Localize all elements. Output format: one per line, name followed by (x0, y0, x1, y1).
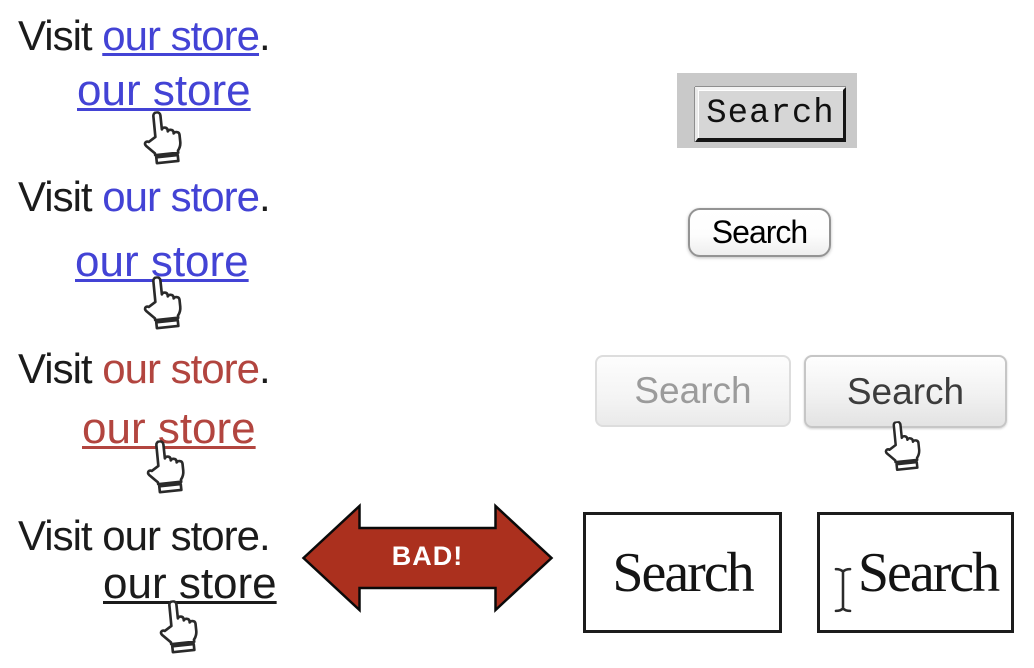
sentence-prefix: Visit (18, 12, 103, 59)
our-store-link-hovered[interactable]: our store (82, 404, 256, 453)
hand-cursor-icon (140, 273, 184, 331)
bad-arrow: BAD! (301, 498, 554, 618)
button-label: Search (706, 95, 835, 133)
double-headed-arrow-icon (301, 503, 554, 613)
hover-link-red-underlined: our store (82, 407, 256, 451)
button-label: Search (634, 370, 752, 411)
search-button-outlined[interactable]: Search (583, 512, 782, 633)
search-button-flat-default[interactable]: Search (595, 355, 791, 427)
sentence-black-plain: Visit our store. (18, 512, 271, 559)
hover-link-blue-underlined: our store (77, 69, 251, 113)
hover-link-black-underlined: our store (103, 562, 277, 606)
our-store-link[interactable]: our store (102, 173, 260, 220)
sentence-suffix: . (259, 173, 271, 220)
button-label: Search (846, 370, 965, 412)
sentence-suffix: . (259, 345, 271, 392)
sentence-prefix: Visit (18, 173, 103, 220)
sentence-blue-underlined: Visit our store. (18, 12, 271, 59)
our-store-link[interactable]: our store (102, 345, 260, 392)
hand-cursor-icon (156, 597, 200, 655)
search-button-rounded[interactable]: Search (688, 208, 831, 257)
hand-cursor-icon (140, 108, 184, 166)
sentence-red-plain: Visit our store. (18, 345, 271, 392)
our-store-link[interactable]: our store (102, 12, 260, 59)
our-store-link-hovered[interactable]: our store (103, 559, 277, 608)
hover-link-blue-underlined: our store (75, 240, 249, 284)
our-store-link[interactable]: our store (102, 512, 260, 559)
bad-arrow-label: BAD! (391, 541, 464, 571)
sentence-suffix: . (259, 512, 271, 559)
button-label: Search (711, 214, 808, 250)
our-store-link-hovered[interactable]: our store (75, 237, 249, 286)
legacy-button-backdrop: Search (677, 73, 857, 148)
i-beam-cursor-icon (834, 567, 852, 612)
sentence-suffix: . (259, 12, 271, 59)
sentence-prefix: Visit (18, 345, 103, 392)
hand-cursor-icon (143, 437, 187, 495)
sentence-blue-plain: Visit our store. (18, 173, 271, 220)
button-label: Search (857, 541, 1000, 604)
search-button-flat-hover[interactable]: Search (804, 355, 1007, 428)
our-store-link-hovered[interactable]: our store (77, 66, 251, 115)
sentence-prefix: Visit (18, 512, 103, 559)
search-button-beveled[interactable]: Search (695, 87, 846, 142)
button-label: Search (612, 541, 754, 604)
hand-cursor-icon (881, 418, 923, 472)
search-button-outlined-ibeam[interactable]: Search (817, 512, 1014, 633)
